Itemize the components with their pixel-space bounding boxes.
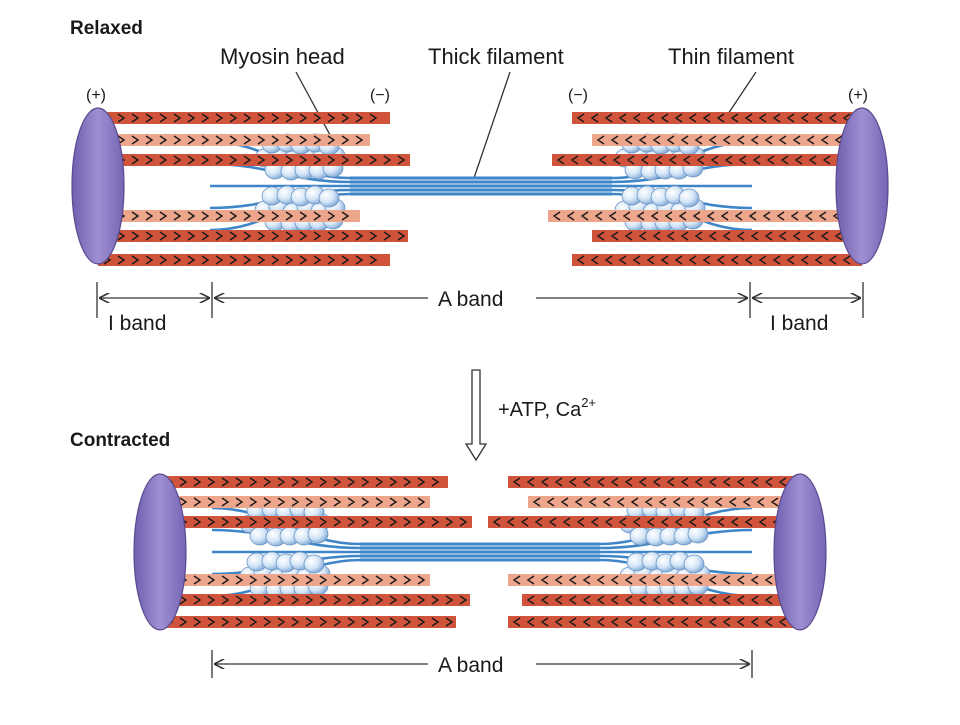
thin-filament-leader	[727, 71, 757, 115]
relaxed-z-disc-left	[71, 107, 125, 265]
relaxed-myosin-heads-1	[254, 185, 346, 233]
contracted-thin-filament-left-5	[160, 616, 456, 628]
polarity-right-inner: (−)	[568, 87, 588, 104]
relaxed-thin-filament-right-2	[552, 154, 862, 166]
relaxed-myosin-heads-3	[614, 185, 706, 233]
thin-filament-label: Thin filament	[668, 44, 794, 69]
polarity-left-outer: (+)	[86, 87, 106, 104]
thick-filament-label: Thick filament	[428, 44, 564, 69]
contracted-title: Contracted	[70, 430, 170, 451]
transition-arrow	[464, 369, 488, 462]
atp-calcium-main: +ATP, Ca	[498, 399, 582, 421]
relaxed-sarcomere	[71, 107, 889, 266]
myosin-head-label: Myosin head	[220, 44, 345, 69]
myosin-head-leader	[295, 71, 337, 147]
relaxed-thin-filament-left-3	[98, 210, 360, 222]
contracted-z-disc-right	[773, 473, 827, 631]
contracted-thin-filament-right-1	[528, 496, 800, 508]
i-band-right-label: I band	[770, 312, 828, 335]
atp-calcium-label: +ATP, Ca2+	[498, 395, 596, 421]
contracted-a-band-label: A band	[438, 654, 503, 677]
relaxed-thin-filament-left-0	[98, 112, 390, 124]
relaxed-a-band-label: A band	[438, 288, 503, 311]
relaxed-title: Relaxed	[70, 18, 143, 39]
contracted-sarcomere	[133, 473, 827, 631]
contracted-thin-filament-right-4	[522, 594, 800, 606]
thick-filament-leader	[473, 71, 511, 179]
relaxed-thin-filament-left-5	[98, 254, 390, 266]
polarity-right-outer: (+)	[848, 87, 868, 104]
polarity-left-inner: (−)	[370, 87, 390, 104]
contracted-thin-filament-left-0	[160, 476, 448, 488]
relaxed-z-disc-right	[835, 107, 889, 265]
calcium-charge: 2+	[581, 395, 596, 410]
i-band-left-label: I band	[108, 312, 166, 335]
contracted-z-disc-left	[133, 473, 187, 631]
